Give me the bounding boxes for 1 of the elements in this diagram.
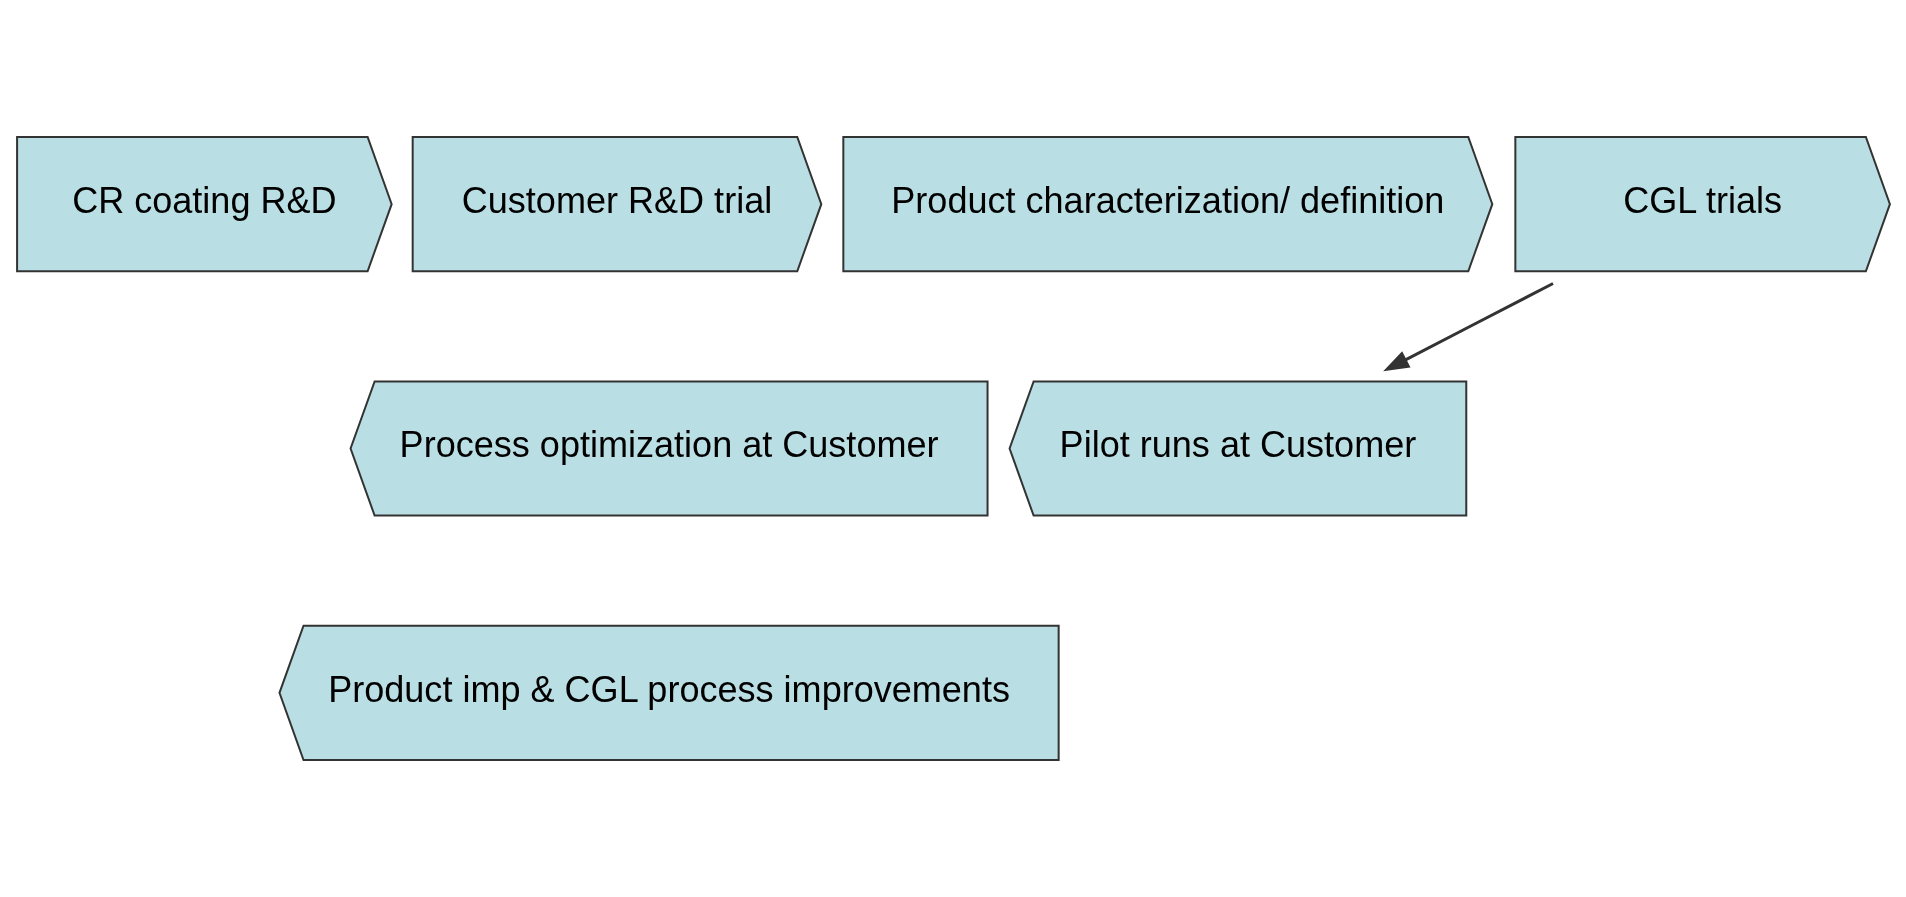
arrow [1382,282,1554,372]
